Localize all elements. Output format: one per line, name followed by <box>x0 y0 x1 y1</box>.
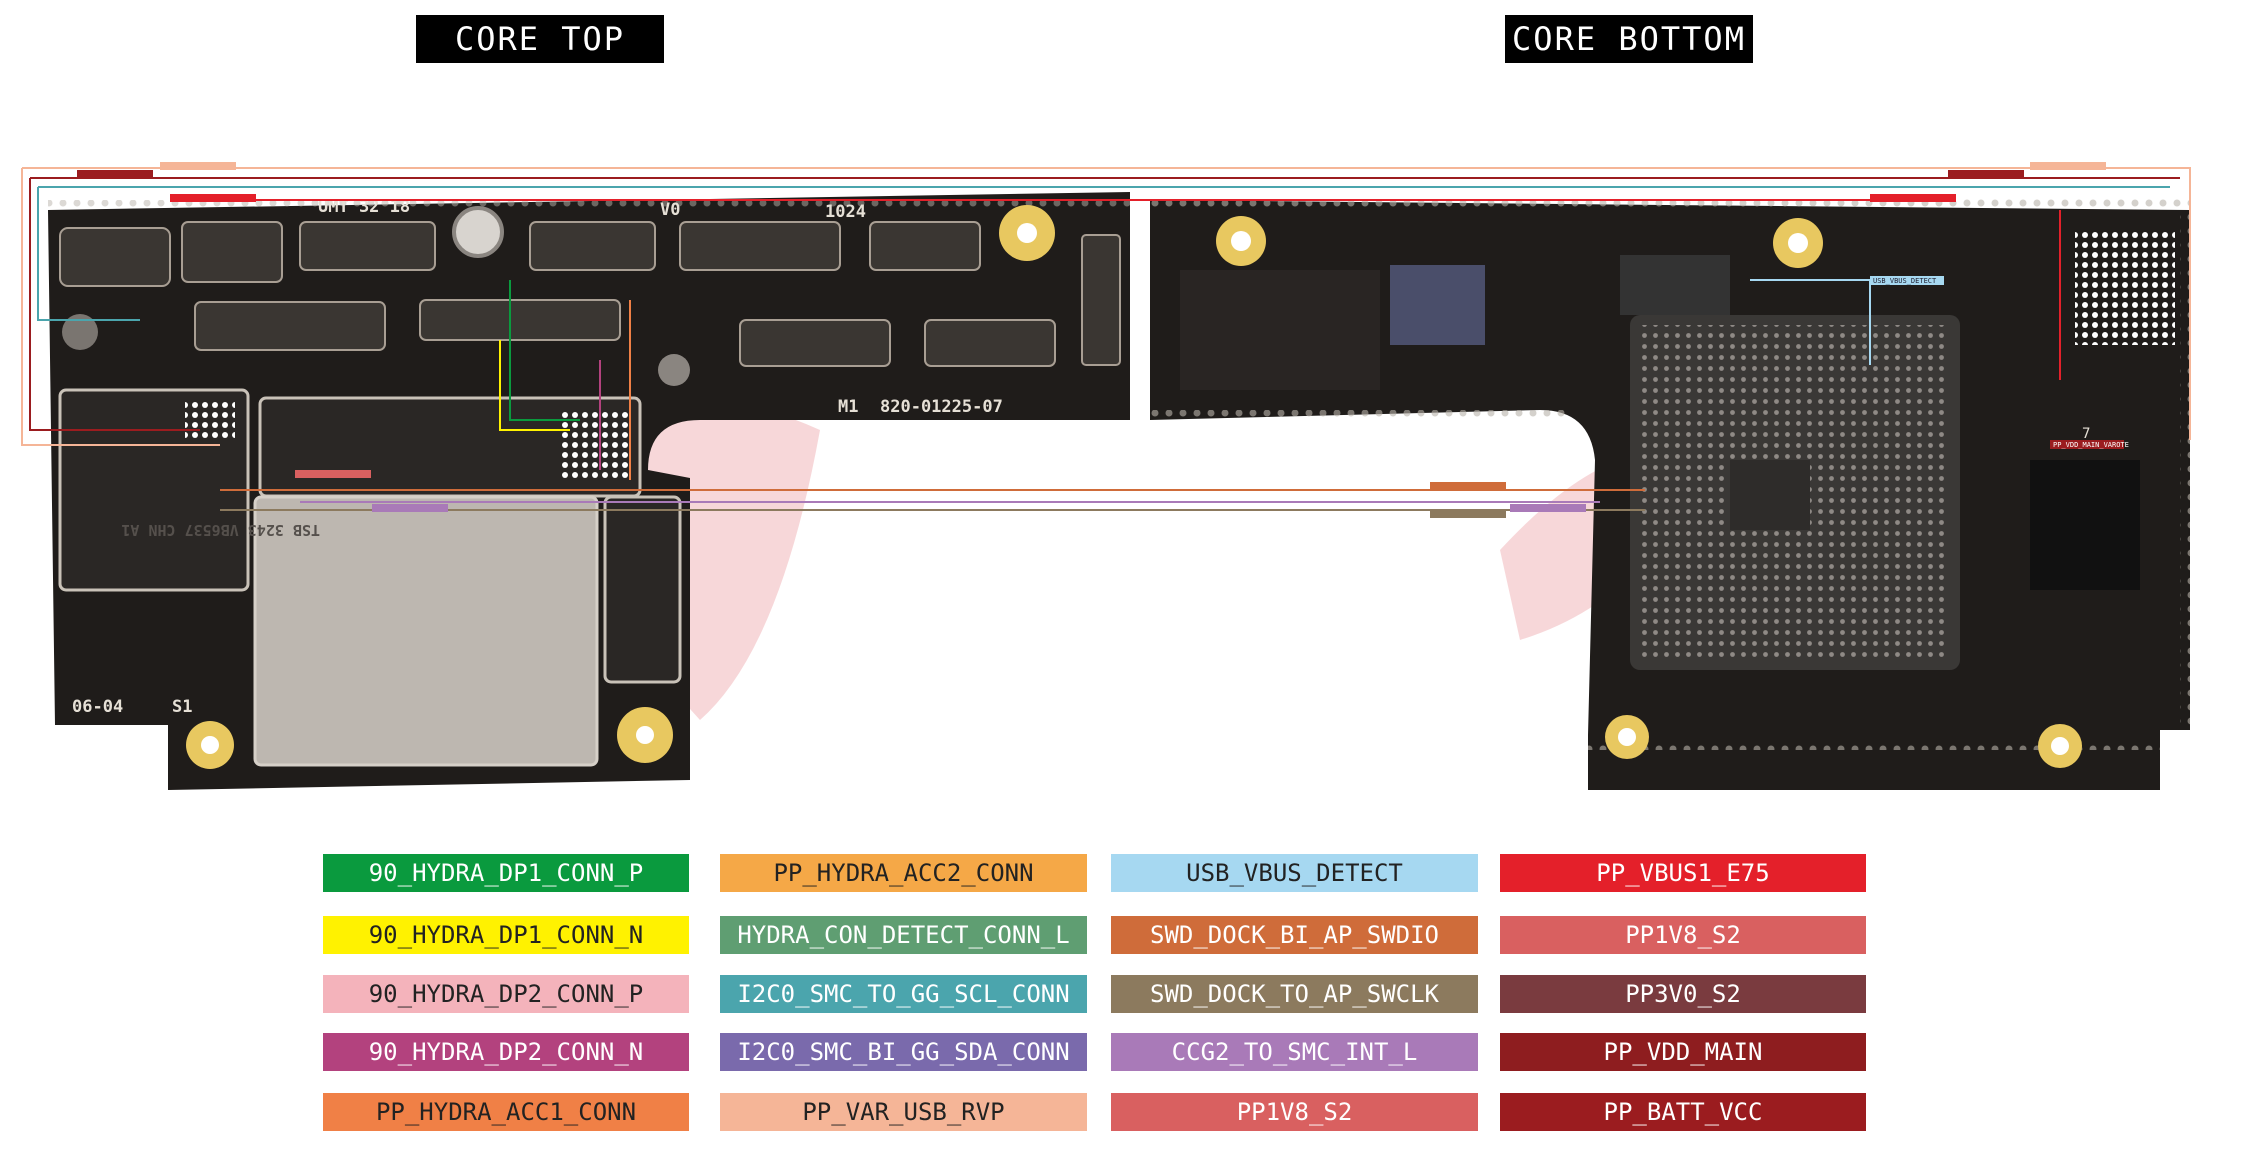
legend-item: HYDRA_CON_DETECT_CONN_L <box>720 916 1087 954</box>
legend-item: 90_HYDRA_DP1_CONN_P <box>323 854 689 892</box>
trace-lines <box>21 167 2191 511</box>
legend-item: PP1V8_S2 <box>1111 1093 1478 1131</box>
core-bottom-board: 7 <box>1150 198 2190 790</box>
legend-item: CCG2_TO_SMC_INT_L <box>1111 1033 1478 1071</box>
legend-item: PP_VAR_USB_RVP <box>720 1093 1087 1131</box>
legend-item: 90_HYDRA_DP2_CONN_N <box>323 1033 689 1071</box>
silk-tsb: TSB 3243 VB6537 CHN A1 <box>121 521 320 539</box>
legend-item: SWD_DOCK_TO_AP_SWCLK <box>1111 975 1478 1013</box>
legend-item: PP_VBUS1_E75 <box>1500 854 1866 892</box>
legend-item: USB_VBUS_DETECT <box>1111 854 1478 892</box>
tag-usb-vbus-detect: USB_VBUS_DETECT <box>1873 277 1937 285</box>
core-bottom-title: CORE BOTTOM <box>1505 15 1753 63</box>
legend-item: I2C0_SMC_TO_GG_SCL_CONN <box>720 975 1087 1013</box>
legend-item: PP_HYDRA_ACC1_CONN <box>323 1093 689 1131</box>
silk-partno: 820-01225-07 <box>880 397 1003 417</box>
legend-item: I2C0_SMC_BI_GG_SDA_CONN <box>720 1033 1087 1071</box>
silk-m1: M1 <box>838 397 858 417</box>
silk-umt: UMT 32 18 <box>318 197 410 217</box>
legend-item: PP_HYDRA_ACC2_CONN <box>720 854 1087 892</box>
legend-item: PP_VDD_MAIN <box>1500 1033 1866 1071</box>
legend-item: 90_HYDRA_DP1_CONN_N <box>323 916 689 954</box>
legend-item: SWD_DOCK_BI_AP_SWDIO <box>1111 916 1478 954</box>
silk-date: 06-04 <box>72 697 123 717</box>
legend-item: PP1V8_S2 <box>1500 916 1866 954</box>
silk-s1: S1 <box>172 697 192 717</box>
legend-item: 90_HYDRA_DP2_CONN_P <box>323 975 689 1013</box>
silk-v0: V0 <box>660 200 680 220</box>
core-top-title: CORE TOP <box>416 15 664 63</box>
silk-1024: 1024 <box>825 202 866 222</box>
connector-strip <box>59 221 1121 367</box>
legend-item: PP3V0_S2 <box>1500 975 1866 1013</box>
tag-vdd-main: PP_VDD_MAIN_VAROTE <box>2053 441 2129 449</box>
legend-item: PP_BATT_VCC <box>1500 1093 1866 1131</box>
marker-7: 7 <box>2082 426 2090 442</box>
